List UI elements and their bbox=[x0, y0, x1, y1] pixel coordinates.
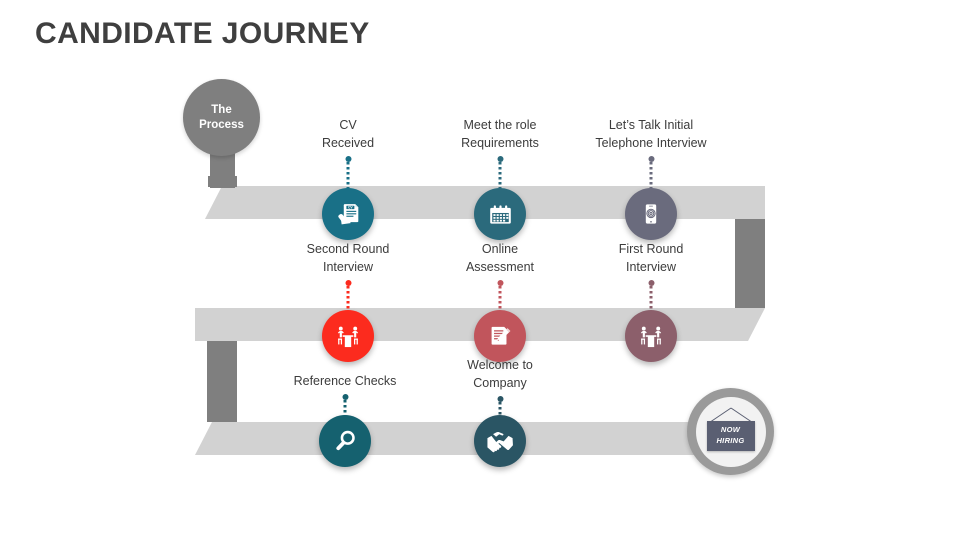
handshake-icon bbox=[485, 426, 515, 456]
now-hiring-badge-inner: NOW HIRING bbox=[695, 396, 766, 467]
step-stalk-knob bbox=[648, 156, 654, 162]
step-icon-bubble[interactable] bbox=[322, 310, 374, 362]
step-label-line1: CV bbox=[339, 118, 357, 132]
magnifier-icon bbox=[331, 427, 359, 455]
sign-hanging-strings-icon bbox=[708, 407, 753, 423]
step-label-line2: Telephone Interview bbox=[595, 136, 707, 151]
step-label: Welcome to Company bbox=[467, 356, 533, 392]
step-label-line1: Reference Checks bbox=[293, 374, 397, 388]
step-stalk-dotted-line bbox=[649, 162, 653, 189]
process-node-line2: Process bbox=[199, 118, 244, 131]
step-stalk bbox=[497, 280, 503, 311]
smartphone-icon bbox=[638, 201, 664, 227]
step-stalk-knob bbox=[497, 396, 503, 402]
step-icon-bubble[interactable] bbox=[474, 188, 526, 240]
step-stalk bbox=[342, 394, 348, 426]
step-stalk-dotted-line bbox=[343, 400, 347, 426]
svg-text:CV: CV bbox=[348, 206, 353, 210]
step-label-line2: Requirements bbox=[461, 136, 539, 151]
step-stalk-dotted-line bbox=[346, 162, 350, 189]
step-label-line2: Company bbox=[473, 376, 527, 391]
step-label-line1: Second Round bbox=[306, 242, 390, 256]
now-hiring-badge[interactable]: NOW HIRING bbox=[687, 388, 774, 475]
step-label: Let’s Talk Initial Telephone Interview bbox=[595, 116, 706, 152]
process-node-line1: The bbox=[211, 104, 232, 117]
step-label-line2: Interview bbox=[322, 260, 374, 275]
page-title: CANDIDATE JOURNEY bbox=[35, 17, 370, 50]
step-icon-bubble[interactable] bbox=[474, 310, 526, 362]
step-label: First Round Interview bbox=[619, 240, 684, 276]
step-label: Online Assessment bbox=[466, 240, 534, 276]
step-stalk bbox=[648, 156, 654, 189]
step-label-line1: Welcome to bbox=[467, 358, 533, 372]
step-stalk bbox=[345, 280, 351, 311]
process-node[interactable]: The Process bbox=[183, 79, 260, 156]
step-label-line1: First Round bbox=[618, 242, 684, 256]
ribbon-connector-left bbox=[207, 341, 237, 422]
step-icon-bubble[interactable] bbox=[474, 415, 526, 467]
step-label-line1: Let’s Talk Initial bbox=[608, 118, 694, 132]
step-icon-bubble[interactable] bbox=[319, 415, 371, 467]
step-icon-bubble[interactable] bbox=[625, 188, 677, 240]
step-stalk-knob bbox=[648, 280, 654, 286]
ribbon-band-row-3 bbox=[195, 422, 740, 455]
step-label-line1: Online bbox=[481, 242, 519, 256]
step-stalk bbox=[345, 156, 351, 189]
document-pencil-icon bbox=[486, 322, 514, 350]
two-people-table-icon bbox=[636, 321, 666, 351]
step-label: Meet the role Requirements bbox=[461, 116, 539, 152]
step-label: Reference Checks bbox=[294, 372, 397, 390]
calendar-icon bbox=[487, 201, 514, 228]
step-stalk bbox=[497, 156, 503, 189]
step-label-line2: Interview bbox=[625, 260, 677, 275]
step-stalk-dotted-line bbox=[498, 162, 502, 189]
step-stalk-knob bbox=[342, 394, 348, 400]
step-stalk bbox=[648, 280, 654, 311]
step-label: Second Round Interview bbox=[307, 240, 390, 276]
step-label: CV Received bbox=[322, 116, 374, 152]
step-label-line2: Received bbox=[321, 136, 375, 151]
step-label-line2: Assessment bbox=[465, 260, 535, 275]
step-stalk-knob bbox=[345, 280, 351, 286]
step-stalk-knob bbox=[497, 156, 503, 162]
step-stalk-knob bbox=[345, 156, 351, 162]
step-stalk-dotted-line bbox=[498, 286, 502, 311]
ribbon-connector-bottom-stub bbox=[208, 341, 237, 351]
step-icon-bubble[interactable]: CV bbox=[322, 188, 374, 240]
step-label-line1: Meet the role bbox=[463, 118, 537, 132]
two-people-table-icon bbox=[333, 321, 363, 351]
now-hiring-sign: NOW HIRING bbox=[706, 420, 755, 451]
step-stalk-dotted-line bbox=[649, 286, 653, 311]
now-hiring-line2: HIRING bbox=[716, 435, 745, 445]
cv-document-hand-icon: CV bbox=[333, 199, 363, 229]
step-stalk-knob bbox=[497, 280, 503, 286]
step-stalk-dotted-line bbox=[346, 286, 350, 311]
now-hiring-line1: NOW bbox=[720, 424, 741, 434]
ribbon-connector-right bbox=[735, 219, 765, 308]
step-icon-bubble[interactable] bbox=[625, 310, 677, 362]
